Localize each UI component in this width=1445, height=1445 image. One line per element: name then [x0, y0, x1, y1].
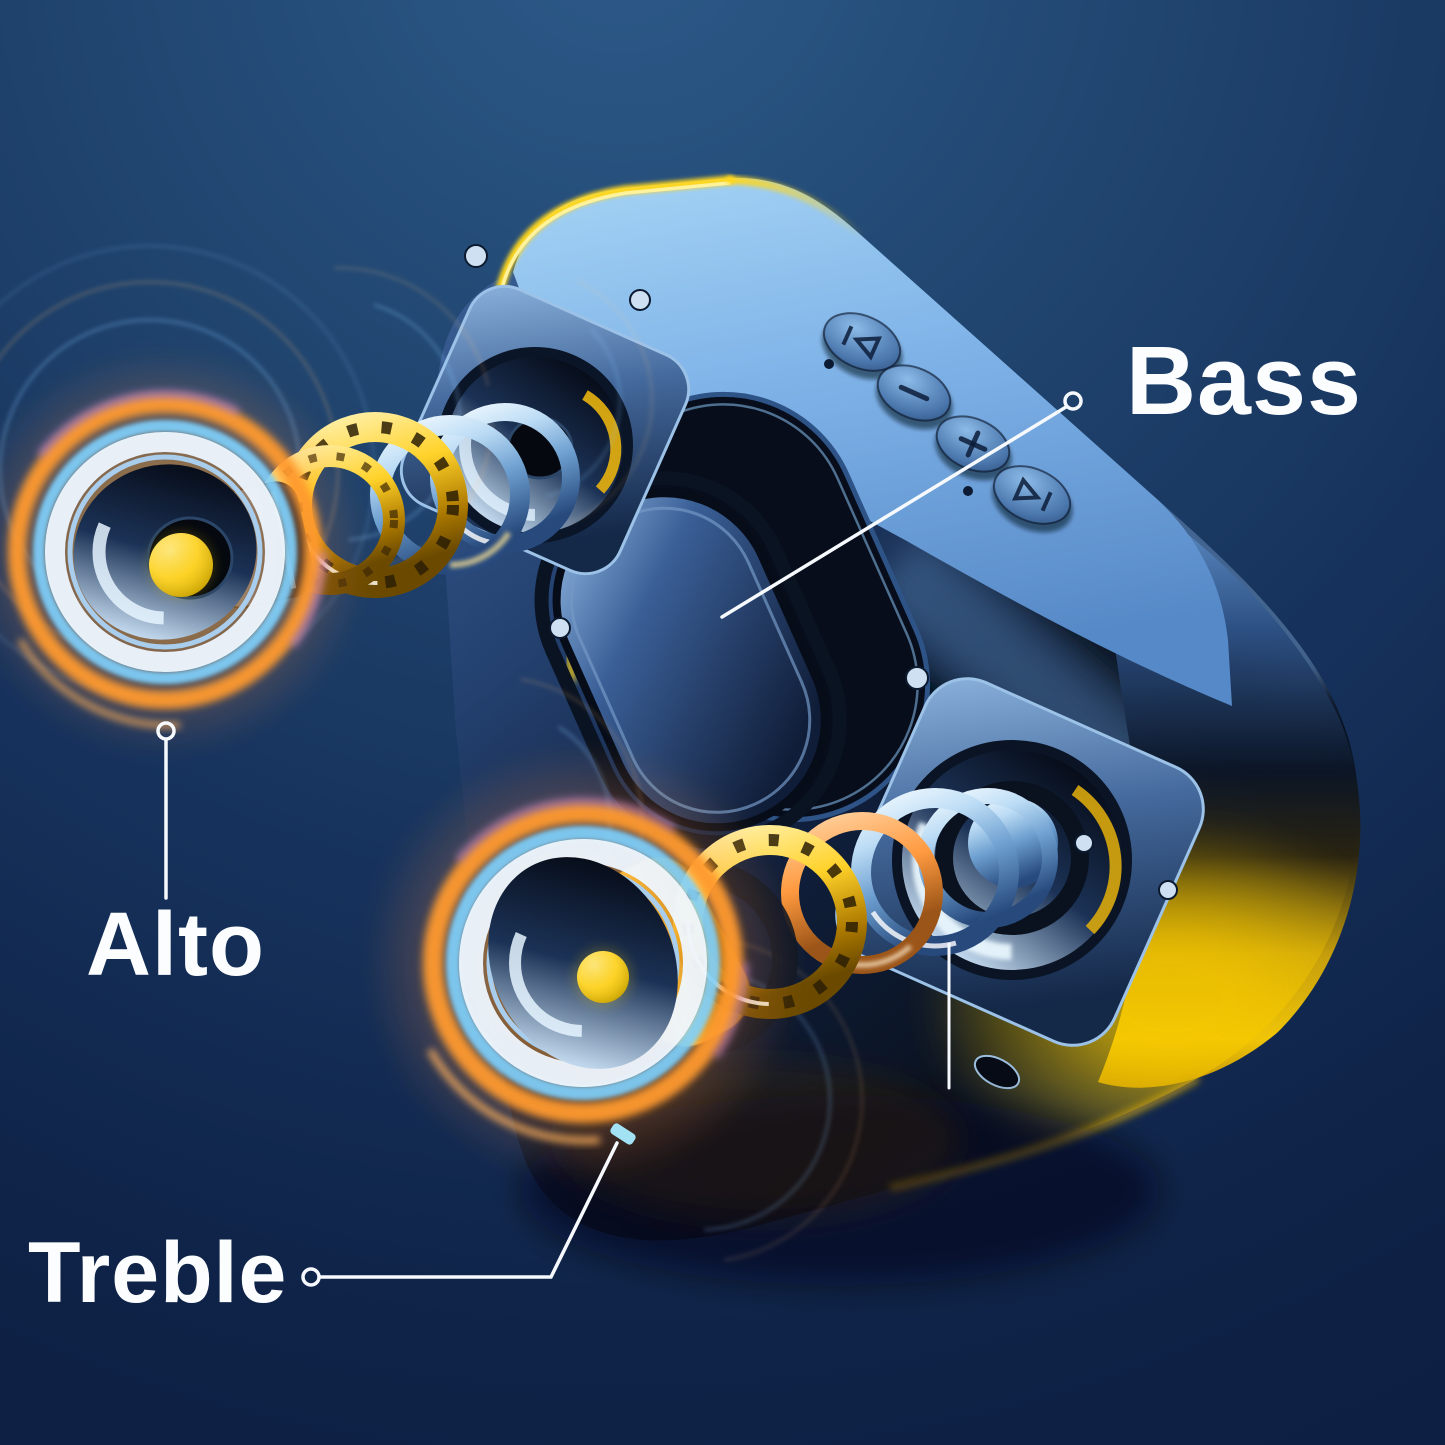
volume-down-button — [876, 364, 953, 430]
next-track-icon — [1011, 476, 1053, 512]
annotation-leader-lines — [156, 391, 1083, 1287]
lower-frame-oval-hole — [973, 1054, 1021, 1090]
led-hole-dot — [963, 486, 973, 496]
bass-leader — [720, 391, 1083, 619]
plus-icon — [958, 430, 988, 458]
speaker-top-face — [513, 177, 1232, 706]
label-alto: Alto — [86, 895, 265, 995]
yellow-rim-core — [500, 181, 731, 290]
treble-driver-exploded-stack — [356, 676, 1058, 1264]
alto-driver-exploded-stack — [0, 244, 653, 757]
yellow-rim-fade — [726, 176, 870, 244]
previous-track-button — [822, 312, 903, 380]
volume-up-button — [935, 415, 1012, 481]
alto-leader — [156, 721, 176, 900]
treble-leader — [301, 1141, 619, 1287]
top-button-row — [822, 312, 1073, 533]
bass-leader-endpoint — [1063, 391, 1083, 411]
treble-endpoint-chip — [610, 1123, 636, 1145]
lower-frame-gold-arc — [1071, 785, 1122, 935]
upper-frame-gold-arc — [582, 390, 622, 494]
mic-hole-dot — [824, 359, 834, 369]
alto-driver-cone — [0, 347, 370, 757]
label-treble: Treble — [28, 1225, 288, 1321]
previous-track-icon — [841, 325, 883, 361]
bass-radiator — [534, 471, 847, 850]
lower-frame-screws — [905, 666, 1178, 900]
label-bass: Bass — [1126, 326, 1362, 435]
next-track-button — [992, 465, 1073, 533]
treble-driver-cone — [363, 743, 803, 1183]
treble-blue-ring — [851, 788, 1019, 956]
minus-icon — [898, 384, 930, 402]
